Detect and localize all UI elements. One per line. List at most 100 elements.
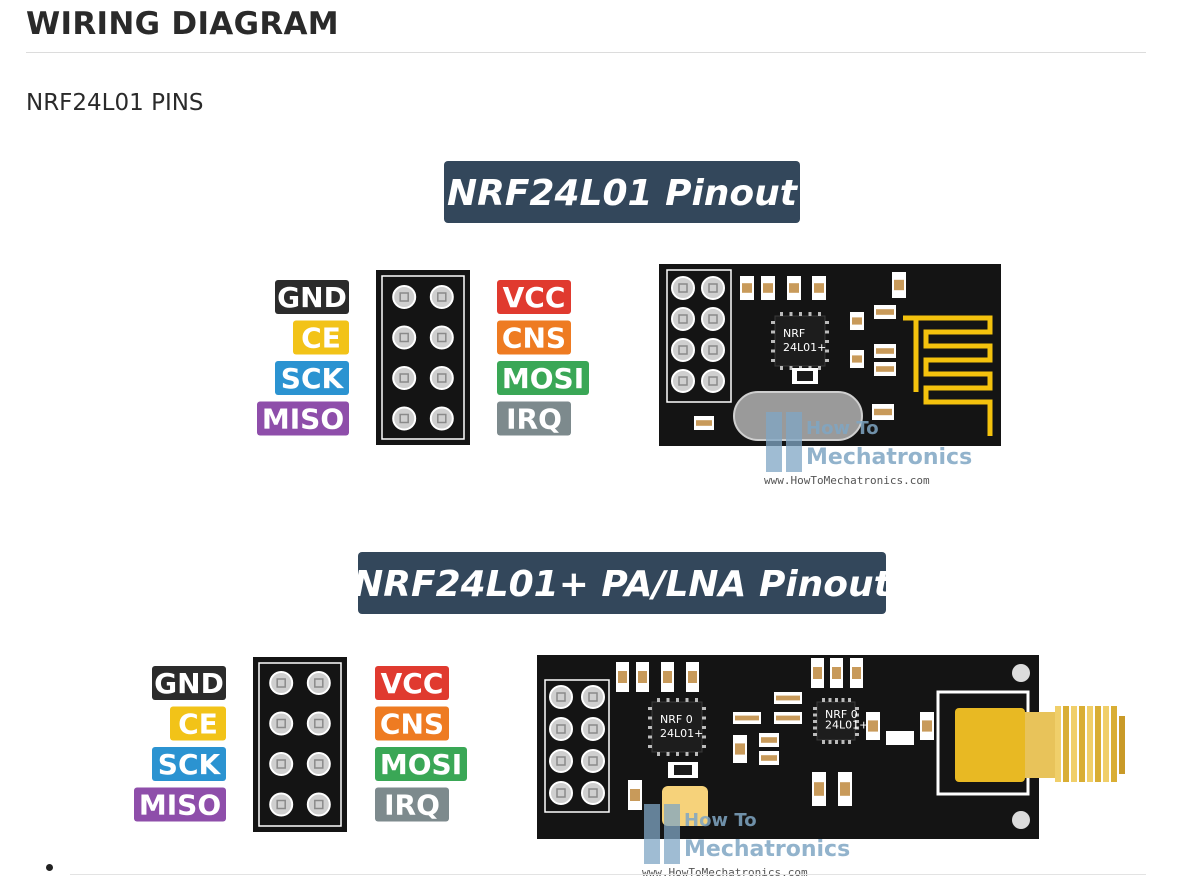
ic-pin xyxy=(771,349,775,353)
module-pin-square xyxy=(678,376,688,386)
pin-label-box-ce xyxy=(170,706,226,741)
module-pin xyxy=(549,781,573,805)
ic-pin xyxy=(822,740,825,744)
watermark-mechatronics: Mechatronics xyxy=(806,445,972,470)
watermark-logo-m xyxy=(664,804,680,864)
header-pin xyxy=(269,792,294,817)
smd-component-body xyxy=(735,743,745,755)
smd-component-body xyxy=(852,317,862,325)
module-pin xyxy=(671,338,695,362)
ic-pin xyxy=(825,340,829,343)
ic-pin xyxy=(780,366,783,370)
header-pin-square xyxy=(399,413,409,424)
pin-label-mosi: MOSI xyxy=(502,362,584,395)
pin-label-gnd: GND xyxy=(154,667,224,700)
pin-label-sck: SCK xyxy=(158,748,222,781)
ic-pin xyxy=(828,698,832,702)
module-pin-square xyxy=(556,692,566,702)
module-pin-square xyxy=(678,283,688,293)
watermark-how-to: How To xyxy=(684,810,757,831)
pin-label-box-sck xyxy=(275,361,349,395)
pin-label-vcc: VCC xyxy=(503,281,566,314)
pin-label-box-gnd xyxy=(152,666,226,700)
ic-pin xyxy=(771,321,775,324)
ic-pin xyxy=(676,752,679,756)
ic-pin xyxy=(848,698,851,702)
sma-connector-thread xyxy=(1055,706,1061,782)
smd-component-body xyxy=(789,283,799,293)
ic-pin xyxy=(813,733,817,736)
ic-pin xyxy=(835,740,838,744)
ic-pin xyxy=(825,359,829,362)
ic-pin xyxy=(855,733,859,736)
header-pin xyxy=(429,325,454,350)
ic-pin xyxy=(825,321,829,324)
ic-pin xyxy=(702,716,706,720)
pin-label-box-irq xyxy=(375,787,449,822)
pcb-antenna xyxy=(903,315,993,436)
ic-pin xyxy=(702,745,706,748)
ic-pin xyxy=(771,340,775,343)
nrf24l01-pinout-diagram: NRF24L01 PinoutGNDCESCKMISOVCCCNSMOSIIRQ… xyxy=(257,161,1001,487)
smd-component-body xyxy=(674,765,692,775)
ic-pin xyxy=(808,312,812,316)
header-pin-square xyxy=(314,799,324,810)
smd-component-body xyxy=(868,720,878,732)
ic-pin xyxy=(685,752,689,756)
header-pin xyxy=(269,752,294,776)
module-pin-square xyxy=(588,756,598,766)
module-pin-square xyxy=(556,788,566,798)
header-pin-square xyxy=(399,292,409,302)
heading-divider xyxy=(26,52,1146,53)
pin-label-box-mosi xyxy=(375,747,467,781)
header-pin-square xyxy=(276,678,286,688)
ic-pin xyxy=(789,312,793,316)
header-pin xyxy=(269,711,294,736)
ic-pin xyxy=(818,312,821,316)
ic-pin xyxy=(702,707,706,710)
pin-label-irq: IRQ xyxy=(506,403,562,436)
module-pin-square xyxy=(556,724,566,734)
page-heading: WIRING DIAGRAM xyxy=(26,6,339,42)
ic-pin xyxy=(828,740,832,744)
header-pin-square xyxy=(399,332,409,343)
ic-pin xyxy=(855,707,859,710)
module-pin xyxy=(549,717,573,741)
watermark-mechatronics: Mechatronics xyxy=(684,837,850,862)
pin-label-sck: SCK xyxy=(281,362,345,395)
ic-pin xyxy=(841,698,845,702)
ic-pin xyxy=(813,720,817,723)
pin-label-box-sck xyxy=(152,747,226,781)
chip-label-line: NRF xyxy=(783,327,805,340)
watermark-url: www.HowToMechatronics.com xyxy=(764,474,930,487)
ic-pin xyxy=(822,698,825,702)
header-pin xyxy=(429,406,454,431)
watermark-logo-m xyxy=(766,412,782,472)
module-header-outline xyxy=(666,269,732,403)
ic-pin xyxy=(848,740,851,744)
pin-label-ce: CE xyxy=(178,708,218,741)
smd-component-body xyxy=(876,348,894,354)
module-pin-square xyxy=(588,788,598,798)
smd-component-body xyxy=(894,279,904,291)
header-pin-square xyxy=(399,373,409,383)
header-pin-square xyxy=(276,799,286,810)
ic-pin xyxy=(799,312,802,316)
header-pin-square xyxy=(314,759,324,769)
module-pin xyxy=(581,749,605,773)
ic-pin xyxy=(685,698,689,702)
ic-pin xyxy=(813,713,817,717)
mount-hole xyxy=(1012,811,1030,829)
smd-component-body xyxy=(618,671,627,683)
smd-component-body xyxy=(797,371,813,381)
smd-component-body xyxy=(874,408,892,416)
smd-component-body xyxy=(696,420,712,426)
ic-pin xyxy=(813,726,817,730)
pin-header-outline xyxy=(381,275,465,440)
ic-pin xyxy=(666,698,670,702)
ic-pin xyxy=(695,698,698,702)
watermark-url: www.HowToMechatronics.com xyxy=(642,866,808,879)
mount-hole xyxy=(1012,664,1030,682)
pin-header xyxy=(253,657,347,832)
